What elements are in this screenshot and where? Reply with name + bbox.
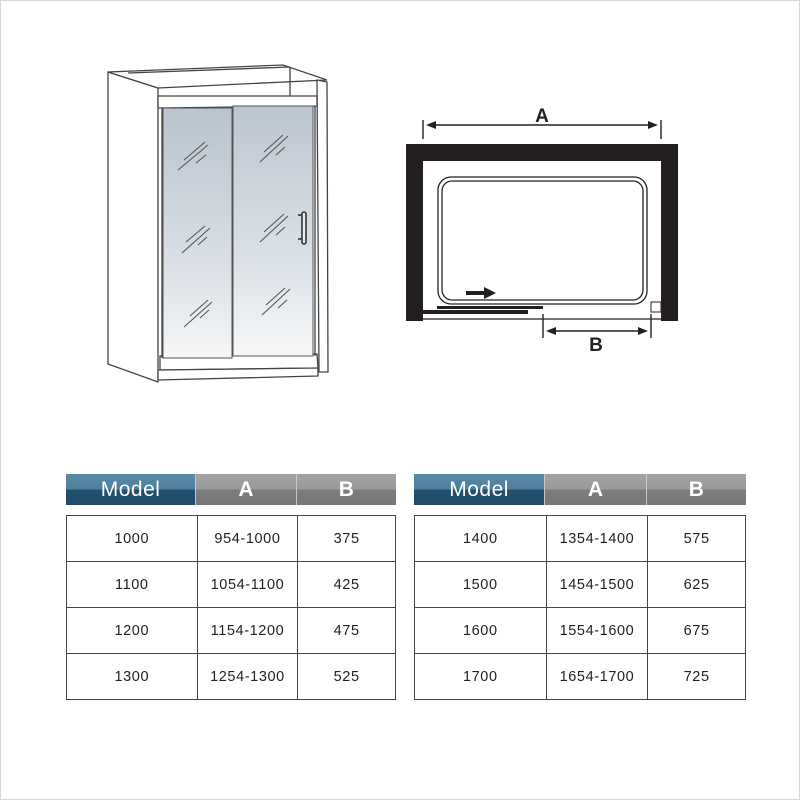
cell-b: 675 — [647, 608, 745, 653]
header-a: A — [195, 474, 296, 505]
cell-b: 425 — [297, 562, 395, 607]
enclosure-walls — [107, 64, 329, 383]
cell-model: 1000 — [114, 530, 150, 547]
shower-tray-icon — [437, 176, 648, 305]
table-row: 1400 1354-1400 575 — [415, 516, 745, 561]
cell-model: 1600 — [462, 622, 498, 639]
cell-a: 1254-1300 — [196, 654, 298, 699]
cell-model: 1100 — [115, 576, 149, 593]
cell-a: 1054-1100 — [196, 562, 298, 607]
dimension-a — [422, 120, 662, 139]
cell-model: 1500 — [462, 576, 498, 593]
table-body: 1000 954-1000 375 1100 1054-1100 425 120… — [66, 515, 396, 700]
cell-model: 1300 — [114, 668, 150, 685]
cell-a: 1454-1500 — [545, 562, 648, 607]
cell-b: 475 — [297, 608, 395, 653]
table-row: 1300 1254-1300 525 — [67, 653, 395, 699]
size-table-left: Model A B 1000 954-1000 375 1100 1054-11… — [66, 474, 396, 700]
cell-b: 525 — [297, 654, 395, 699]
header-model: Model — [414, 474, 545, 505]
table-row: 1000 954-1000 375 — [67, 516, 395, 561]
cell-model: 1700 — [462, 668, 498, 685]
cell-b: 575 — [647, 516, 745, 561]
table-header: Model A B — [66, 474, 396, 505]
table-row: 1500 1454-1500 625 — [415, 561, 745, 607]
cell-b: 625 — [647, 562, 745, 607]
door-panels — [422, 306, 543, 314]
dimension-a-label: A — [535, 106, 549, 127]
cell-a: 954-1000 — [196, 516, 298, 561]
glass-reflection-marks — [177, 134, 291, 328]
header-b: B — [295, 474, 396, 505]
table-header: Model A B — [414, 474, 746, 505]
cell-a: 1654-1700 — [545, 654, 648, 699]
header-b: B — [645, 474, 746, 505]
table-row: 1600 1554-1600 675 — [415, 607, 745, 653]
cell-model: 1200 — [114, 622, 150, 639]
cell-a: 1154-1200 — [196, 608, 298, 653]
table-row: 1200 1154-1200 475 — [67, 607, 395, 653]
cell-b: 725 — [647, 654, 745, 699]
sliding-direction-arrow-icon — [466, 287, 496, 299]
size-table-right: Model A B 1400 1354-1400 575 1500 1454-1… — [414, 474, 746, 700]
wall-profile-icon — [650, 301, 662, 313]
cell-b: 375 — [297, 516, 395, 561]
table-row: 1100 1054-1100 425 — [67, 561, 395, 607]
wall-outline — [406, 144, 678, 321]
dimension-b — [542, 314, 652, 338]
table-body: 1400 1354-1400 575 1500 1454-1500 625 16… — [414, 515, 746, 700]
header-a: A — [544, 474, 646, 505]
dimension-b-label: B — [589, 335, 603, 356]
cell-a: 1554-1600 — [545, 608, 648, 653]
header-model: Model — [66, 474, 196, 505]
cell-model: 1400 — [462, 530, 498, 547]
cell-a: 1354-1400 — [545, 516, 648, 561]
door-handle-icon — [298, 211, 307, 245]
table-row: 1700 1654-1700 725 — [415, 653, 745, 699]
glass-panel-right — [232, 105, 314, 357]
